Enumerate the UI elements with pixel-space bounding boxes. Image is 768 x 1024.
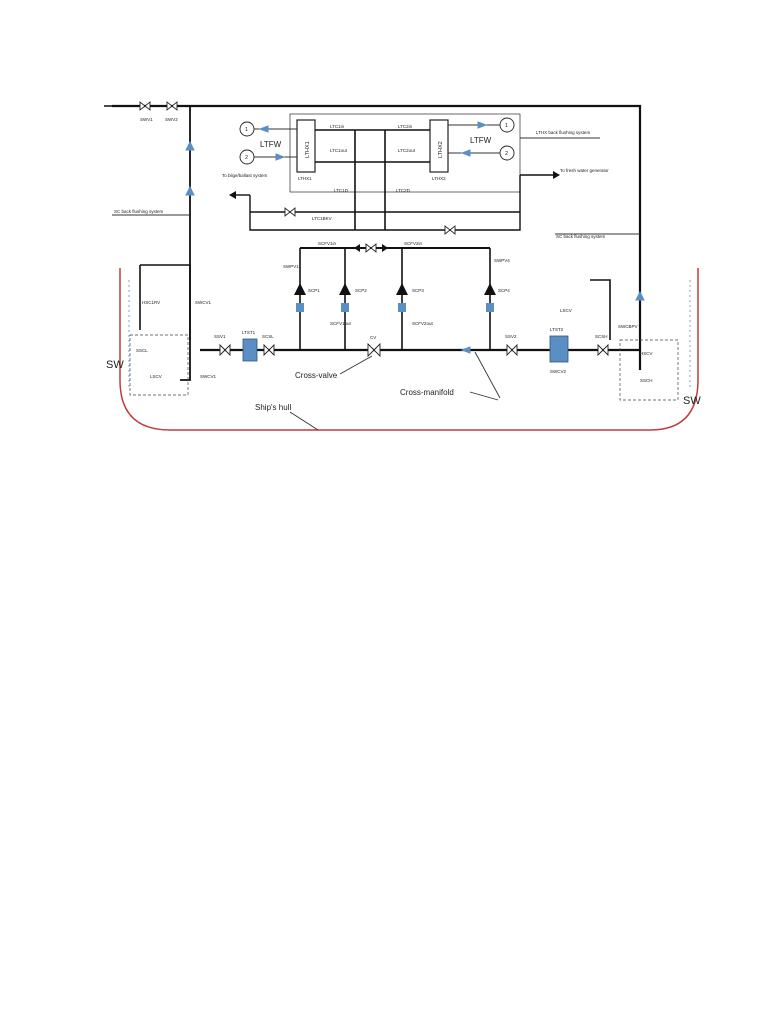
ltfw-port-1-right-label: 1 [505,123,508,129]
sea-chest-right-label-2: SSCH [640,378,653,383]
ships-hull-line [119,268,699,431]
ltfw-arrow-1-right [477,121,488,129]
flow-arrow-left [185,140,195,151]
exchanger-area-outline [289,113,521,193]
pump-scp4-label: SCP4 [498,288,510,293]
lthx-flush-label: LTHX back flushing system [536,130,590,135]
label-scfv1out: SCFV1out [330,321,352,326]
valve-top-left-1[interactable] [139,101,151,111]
label-lthx1-bottom: LTHX1 [298,176,312,181]
ltfw-port-1-left-label: 1 [245,127,248,133]
strainer-right [549,335,569,363]
ltfw-left-label: LTFW [260,140,282,149]
suction-valve-right-2[interactable] [597,343,609,357]
vent-left-label-2: SWCV1 [195,300,212,305]
label-scfv2out: SCFV2out [412,321,434,326]
manifold-arrow-left [354,244,360,252]
flow-arrow-left-2 [185,185,195,196]
ltfw-arrow-1-left [258,125,269,133]
left-sea-chest-pipe [140,264,191,340]
label-ltc2out: LTC2out [398,148,416,153]
strainer-right-label: LTST2 [550,327,564,332]
suction-valve-right[interactable] [506,343,518,357]
fresh-water-arrow [553,171,560,179]
right-riser-arrow [635,290,645,301]
hull-label: Ship's hull [255,403,291,412]
valve-top-left-label-1: SWV1 [140,117,153,122]
sw-right-label: SW [683,395,701,407]
vent-right-label-2: SWCBPV [618,324,638,329]
cross-valve-leader [339,355,373,375]
ltfw-port-2-left-label: 2 [245,155,248,161]
exchanger-lthx1-label: LTHX1 [305,141,311,158]
exchanger-lthx2 [429,119,449,173]
suction-valve-left-label: SSV1 [214,334,226,339]
cross-manifold-leader-2 [474,351,501,399]
sea-chest-right [619,339,679,401]
cross-manifold-leader [469,391,499,401]
bypass-valve-right[interactable] [444,225,456,235]
right-flush-label: SC back flushing system [556,234,606,239]
label-scfv1in: SCFV1in [318,241,337,246]
cross-manifold-label: Cross-manifold [400,388,454,397]
cross-valve-label: Cross-valve [295,371,338,380]
hull-leader [289,411,319,431]
label-ltc2d: LTC2D [396,188,411,193]
ltfw-port-2-right-label: 2 [505,151,508,157]
sea-chest-left-label-2: LSCV [150,374,162,379]
ltfw-right-label: LTFW [470,136,492,145]
label-ltc1in: LTC1in [330,124,345,129]
exchanger-lthx1 [296,119,316,173]
exchanger-lthx2-label: LTHX2 [438,141,444,158]
valve-top-left-label-2: SWV2 [165,117,178,122]
pump-scp2[interactable] [339,283,351,312]
left-riser-pipe [180,106,191,381]
bypass-valve-left[interactable] [284,207,296,217]
manifold-valve-center[interactable] [365,243,377,253]
pump-scp3[interactable] [396,283,408,312]
pump-scp3-label: SCP3 [412,288,424,293]
label-lthx2-bottom: LTHX2 [432,176,446,181]
sea-chest-right-label-1: HSCV [640,351,653,356]
pump-scp2-label: SCP2 [355,288,367,293]
manifold-arrow-right [382,244,388,252]
label-discharge-right: SWPV4 [494,258,510,263]
label-discharge-left: SWPV1 [283,264,299,269]
ltfw-arrow-2-left [275,153,286,161]
right-sea-chest-pipe [590,279,611,340]
sea-chest-left-label-1: SSCL [136,348,148,353]
fresh-water-label: To fresh water generator [560,168,609,173]
check-valve-right-label: SWCV2 [550,369,567,374]
pump-scp4[interactable] [484,283,496,312]
suction-valve-right-label: SSV2 [505,334,517,339]
suction-valve-left-2[interactable] [263,343,275,357]
pump-scp1-label: SCP1 [308,288,320,293]
ltfw-arrow-2-right [460,149,471,157]
strainer-left [242,338,258,362]
manifold-flow-arrow [460,346,471,354]
valve-top-left-2[interactable] [166,101,178,111]
suction-valve-right-2-label: SCSH [595,334,608,339]
vent-left-label-1: HSC1RV [142,300,160,305]
cross-valve[interactable] [367,342,381,358]
vent-right-label-1: LSCV [560,308,572,313]
ballast-label: To bilge/ballast system [222,173,268,178]
label-scfv2in: SCFV2in [404,241,423,246]
suction-valve-left-2-label: SCSL [262,334,274,339]
sw-left-label: SW [106,359,124,371]
label-ltc1d: LTC1D [334,188,349,193]
top-main-pipe [112,104,642,370]
suction-valve-left[interactable] [219,343,231,357]
pump-scp1[interactable] [294,283,306,312]
label-ltc1out: LTC1out [330,148,348,153]
sea-chest-left [129,334,189,396]
strainer-left-label: LTST1 [242,330,256,335]
cross-valve-tag: CV [370,335,376,340]
label-ltc2in: LTC2in [398,124,413,129]
left-flush-label: SC back flushing system [114,209,164,214]
check-valve-left-label: SWCV1 [200,374,217,379]
bypass-valve-label: LTC1BKV [312,216,332,221]
ballast-arrow [229,191,236,199]
